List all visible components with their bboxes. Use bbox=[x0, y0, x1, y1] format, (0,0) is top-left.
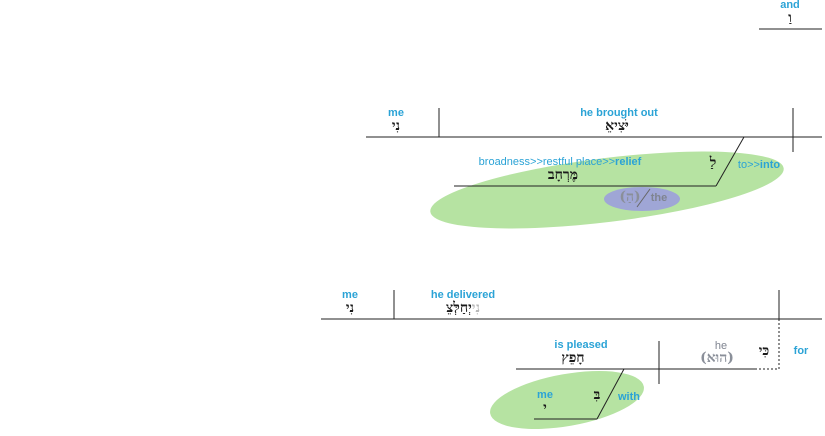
for-gloss: for bbox=[793, 345, 809, 357]
is-pleased-hebrew: חָפֵץ bbox=[561, 350, 585, 366]
clause1-verb-gloss: he brought out bbox=[580, 107, 658, 119]
prepositional-phrase-highlight bbox=[430, 151, 784, 229]
prep-into-gloss: to>>into bbox=[737, 159, 781, 171]
clause1-prep-slant bbox=[715, 136, 745, 187]
prep-into-hebrew: לַ bbox=[709, 155, 717, 171]
clause2-verb-gloss: he delivered bbox=[430, 289, 496, 301]
article-slant bbox=[636, 188, 651, 208]
relief-hebrew: מֶּרְחָב bbox=[547, 167, 579, 183]
subject-he-hebrew: (הוּא) bbox=[700, 350, 734, 366]
with-object-gloss: me bbox=[537, 389, 553, 401]
clause2-verb-stem: יְחַלְּצֵ bbox=[445, 300, 472, 316]
with-gloss: with bbox=[618, 391, 640, 403]
is-pleased-gloss: is pleased bbox=[554, 339, 608, 351]
article-hebrew: (הַ) bbox=[619, 189, 641, 205]
clause2-object-hebrew: נִי bbox=[345, 300, 355, 316]
clause1-object-hebrew: נִי bbox=[391, 118, 401, 134]
with-hebrew: בִּ bbox=[593, 387, 601, 403]
article-highlight bbox=[604, 187, 680, 211]
conjunction-and-gloss: and bbox=[780, 0, 800, 11]
clause2-verb-suffix: נִי bbox=[471, 300, 481, 316]
with-prep-slant bbox=[596, 368, 625, 420]
subject-he-gloss: he bbox=[714, 340, 728, 352]
clause1-verb-hebrew: יֹּצִיאֵ bbox=[605, 118, 629, 134]
with-phrase-highlight bbox=[490, 371, 644, 429]
clause1-object-gloss: me bbox=[388, 107, 404, 119]
conjunction-and-hebrew: וַ bbox=[788, 10, 792, 26]
for-hebrew: כִּי bbox=[758, 343, 770, 359]
article-gloss: the bbox=[650, 192, 668, 204]
relief-gloss: broadness>>restful place>>relief bbox=[478, 156, 642, 168]
clause2-object-gloss: me bbox=[342, 289, 358, 301]
clause2-verb-hebrew: נִייְחַלְּצֵ bbox=[446, 300, 480, 317]
with-object-hebrew: י bbox=[543, 400, 547, 416]
